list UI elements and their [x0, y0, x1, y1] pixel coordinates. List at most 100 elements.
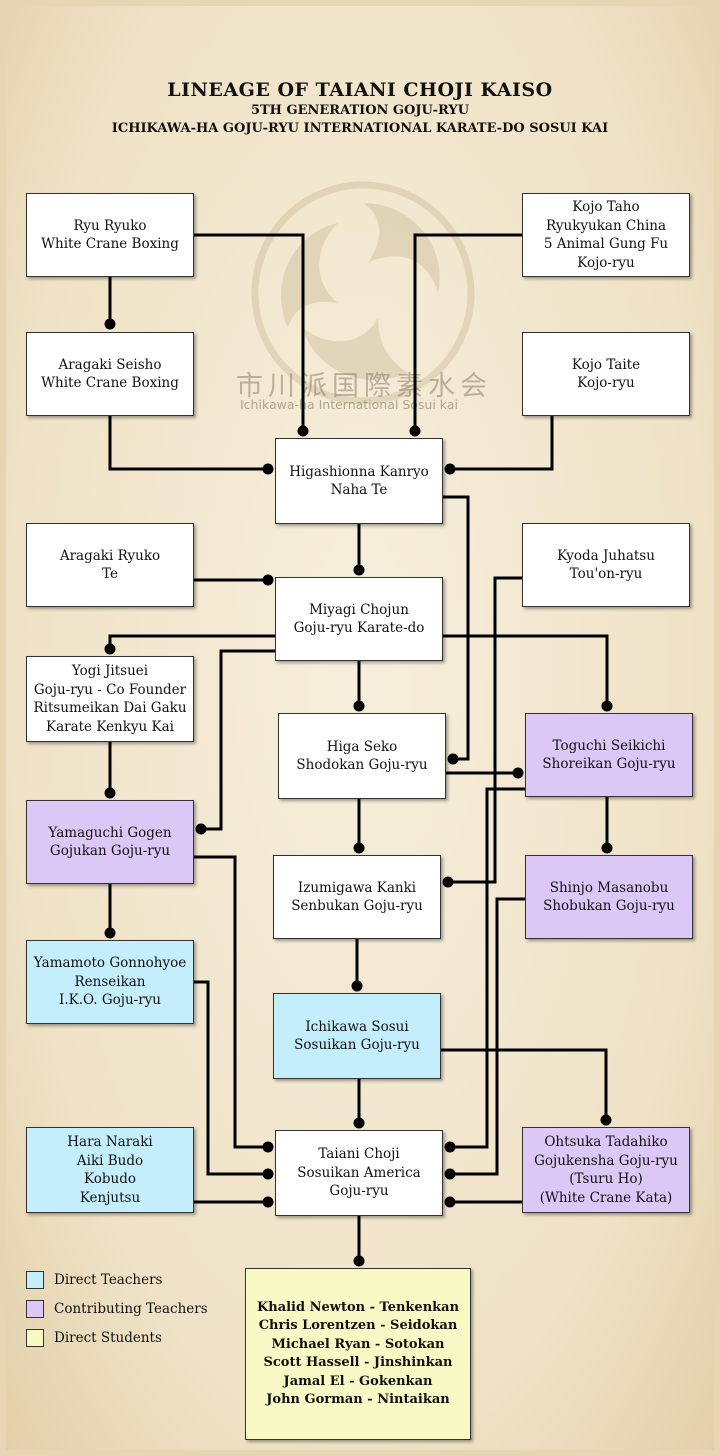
connector-aragaki-seisho-to-higashionna: [108, 416, 268, 471]
node-taiani-choji-line-1: Sosuikan America: [297, 1164, 421, 1181]
node-hara-naraki-line-1: Aiki Budo: [76, 1152, 144, 1169]
connector-higashionna-to-higa: [443, 495, 470, 761]
node-higashionna-kanryo-line-0: Higashionna Kanryo: [289, 463, 429, 480]
node-aragaki-seisho-line-1: White Crane Boxing: [41, 375, 179, 391]
connector-dot-10: [195, 823, 207, 835]
connector-dot-11: [601, 700, 613, 712]
connector-miyagi-to-toguchi: [443, 634, 609, 706]
connector-dot-6: [262, 574, 274, 586]
node-yamamoto-gonnohyoe-line-2: I.K.O. Goju-ryu: [59, 992, 161, 1009]
node-hara-naraki-line-0: Hara Naraki: [67, 1134, 153, 1150]
node-yogi-jitsuei-line-1: Goju-ryu - Co Founder: [33, 681, 187, 698]
node-higa-seko-line-1: Shodokan Goju-ryu: [296, 757, 428, 773]
node-taiani-choji-line-2: Goju-ryu: [329, 1183, 389, 1200]
node-direct-students-line-4: Jamal El - Gokenkan: [283, 1373, 433, 1389]
legend-direct-teachers: Direct Teachers: [26, 1270, 162, 1290]
node-higa-seko-line-0: Higa Seko: [326, 738, 398, 755]
node-toguchi-seikichi-line-1: Shoreikan Goju-ryu: [542, 756, 676, 772]
connector-dot-19: [351, 980, 363, 992]
node-kyoda-juhatsu-line-0: Kyoda Juhatsu: [557, 547, 655, 564]
node-yamaguchi-gogen-line-1: Gojukan Goju-ryu: [49, 843, 171, 859]
node-higashionna-kanryo-line-1: Naha Te: [330, 482, 388, 498]
diagram-title: LINEAGE OF TAIANI CHOJI KAISO 5TH GENERA…: [0, 78, 720, 138]
node-shinjo-masanobu-line-0: Shinjo Masanobu: [549, 879, 669, 896]
watermark-mon-icon: [251, 181, 475, 405]
node-ohtsuka-tadahiko-line-1: Gojukensha Goju-ryu: [534, 1152, 678, 1169]
node-kojo-taho-line-3: Kojo-ryu: [577, 254, 635, 271]
node-direct-students-line-5: John Gorman - Nintaikan: [266, 1392, 450, 1407]
node-ohtsuka-tadahiko-line-2: (Tsuru Ho): [569, 1171, 643, 1187]
connector-dot-21: [262, 1141, 274, 1153]
node-miyagi-chojun-line-0: Miyagi Chojun: [309, 601, 409, 618]
connector-dot-22: [262, 1168, 274, 1180]
node-yamaguchi-gogen-line-0: Yamaguchi Gogen: [48, 824, 172, 841]
connector-dot-27: [353, 1255, 365, 1267]
node-izumigawa-kanki-line-1: Senbukan Goju-ryu: [291, 898, 423, 914]
node-shinjo-masanobu-line-1: Shobukan Goju-ryu: [543, 898, 675, 914]
connector-dot-14: [353, 842, 365, 854]
node-miyagi-chojun-line-1: Goju-ryu Karate-do: [293, 620, 425, 636]
node-direct-students-line-0: Khalid Newton - Tenkenkan: [256, 1299, 460, 1315]
connector-dot-25: [600, 1114, 612, 1126]
node-toguchi-seikichi-line-0: Toguchi Seikichi: [552, 737, 666, 754]
connector-dot-13: [512, 767, 524, 779]
legend-contributing-teachers: Contributing Teachers: [26, 1299, 208, 1319]
node-kojo-taho-line-2: 5 Animal Gung Fu: [543, 236, 669, 252]
connector-kojo-taho-to-higashionna: [413, 233, 522, 431]
node-kyoda-juhatsu-line-1: Tou'on-ryu: [569, 566, 643, 582]
legend-swatch-contributing: [26, 1300, 44, 1318]
connector-kyoda-to-izumigawa: [448, 576, 522, 884]
connector-dot-1: [409, 425, 421, 437]
title-line-1: LINEAGE OF TAIANI CHOJI KAISO: [167, 79, 553, 101]
node-direct-students-line-1: Chris Lorentzen - Seidokan: [258, 1318, 458, 1333]
connector-dot-20: [104, 927, 116, 939]
node-kojo-taho-line-1: Ryukyukan China: [545, 217, 667, 234]
title-line-3: ICHIKAWA-HA GOJU-RYU INTERNATIONAL KARAT…: [111, 121, 609, 136]
title-line-2: 5TH GENERATION GOJU-RYU: [250, 103, 470, 118]
node-ryu-ryuko-line-0: Ryu Ryuko: [73, 217, 147, 234]
connector-dot-3: [262, 463, 274, 475]
node-yogi-jitsuei-line-0: Yogi Jitsuei: [71, 663, 149, 679]
node-yogi-jitsuei-line-3: Karate Kenkyu Kai: [46, 718, 174, 735]
node-hara-naraki-line-3: Kenjutsu: [79, 1189, 141, 1206]
node-direct-students-line-3: Scott Hassell - Jinshinkan: [263, 1355, 453, 1370]
legend-direct-students: Direct Students: [26, 1328, 162, 1348]
connector-miyagi-to-yamaguchi: [201, 649, 275, 831]
connector-dot-0: [297, 425, 309, 437]
node-aragaki-ryuko-line-1: Te: [102, 566, 118, 582]
node-ichikawa-sosui-line-0: Ichikawa Sosui: [305, 1018, 409, 1035]
connector-dot-2: [104, 318, 116, 330]
connector-miyagi-to-yogi: [108, 634, 275, 649]
connector-dot-8: [442, 876, 454, 888]
node-direct-students-line-2: Michael Ryan - Sotokan: [271, 1336, 445, 1352]
node-izumigawa-kanki-line-0: Izumigawa Kanki: [297, 879, 417, 896]
connector-ichikawa-to-ohtsuka: [441, 1048, 608, 1120]
connector-dot-7: [447, 753, 459, 765]
connector-dot-5: [353, 564, 365, 576]
connector-yamaguchi-to-taiani: [194, 855, 268, 1149]
watermark-kanji: 市川派国際素水会: [236, 371, 492, 402]
connector-dot-9: [104, 643, 116, 655]
node-aragaki-ryuko-line-0: Aragaki Ryuko: [59, 547, 161, 564]
legend-label-students: Direct Students: [54, 1330, 162, 1346]
connector-yamamoto-to-taiani: [194, 980, 268, 1176]
node-kojo-taho-line-0: Kojo Taho: [572, 199, 640, 215]
node-ohtsuka-tadahiko-line-0: Ohtsuka Tadahiko: [544, 1134, 668, 1150]
